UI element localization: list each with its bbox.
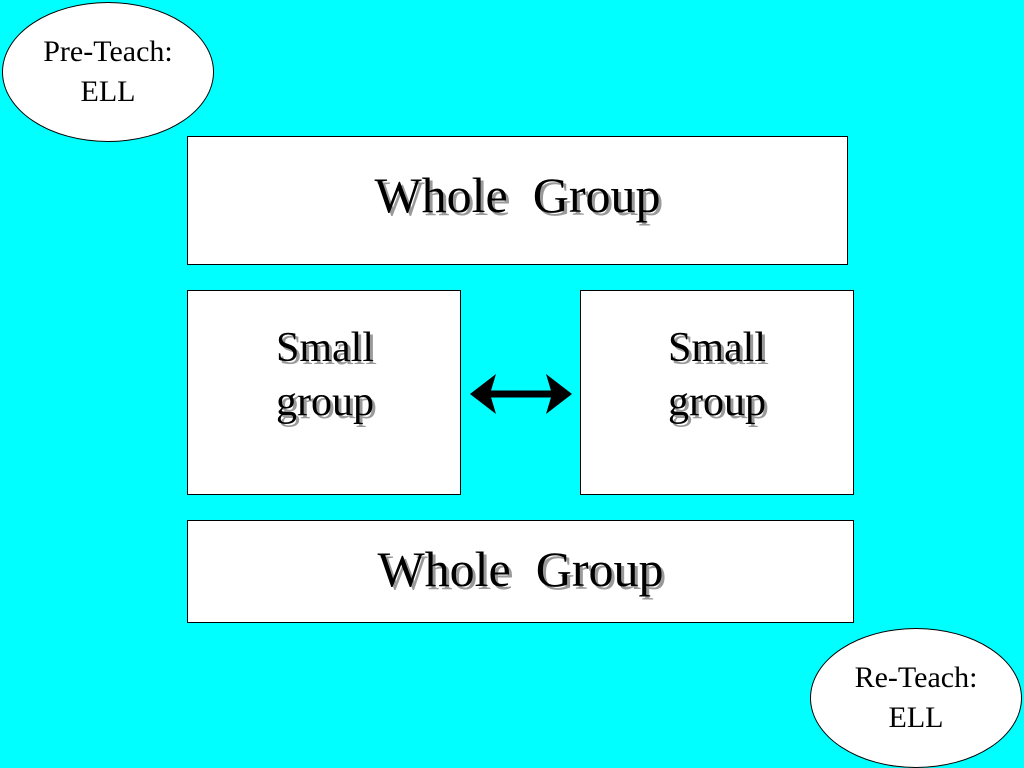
re-teach-line2: ELL <box>888 701 944 734</box>
small-group-right-text: Small group <box>668 321 766 429</box>
pre-teach-ellipse: Pre-Teach: ELL <box>2 2 214 142</box>
small-group-right-box: Small group <box>580 290 854 495</box>
pre-teach-line1: Pre-Teach: <box>43 35 173 68</box>
whole-group-top-label: Whole Group <box>374 166 661 223</box>
small-group-right-line1: Small <box>667 324 766 371</box>
double-headed-arrow-icon <box>470 374 572 414</box>
whole-group-bottom-box: Whole Group <box>187 520 854 623</box>
pre-teach-line2: ELL <box>80 75 136 108</box>
re-teach-line1: Re-Teach: <box>854 661 978 694</box>
small-group-left-line1: Small <box>275 324 374 371</box>
whole-group-bottom-label: Whole Group <box>377 540 664 597</box>
small-group-right-line2: group <box>667 378 766 425</box>
small-group-left-text: Small group <box>276 321 374 429</box>
whole-group-top-box: Whole Group <box>187 136 848 265</box>
re-teach-ellipse: Re-Teach: ELL <box>810 628 1022 768</box>
small-group-left-line2: group <box>275 378 374 425</box>
small-group-left-box: Small group <box>187 290 461 495</box>
